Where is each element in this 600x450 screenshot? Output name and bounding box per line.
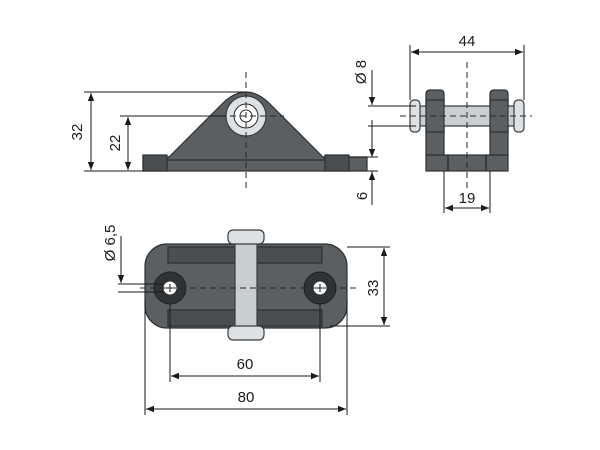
dim-pin-dia-label: Ø 8 [353, 60, 370, 84]
dim-22-label: 22 [107, 135, 124, 152]
dim-80-label: 80 [238, 389, 255, 406]
dim-hole-dia-label: Ø 6,5 [102, 225, 119, 262]
plan-view: Ø 6,5 33 60 80 [102, 225, 390, 415]
dim-19-label: 19 [459, 190, 476, 207]
front-view: 32 22 6 [69, 72, 378, 205]
plan-pin-head-top [227, 229, 265, 245]
dim-32-label: 32 [69, 124, 86, 141]
dim-60-label: 60 [237, 356, 254, 373]
plan-pin [234, 237, 258, 337]
front-left-tab [142, 154, 168, 172]
plan-pin-head-bottom [227, 325, 265, 341]
dim-33-label: 33 [365, 280, 382, 297]
dim-6-label: 6 [354, 192, 371, 200]
front-right-tab [324, 154, 350, 172]
side-view: 44 Ø 8 19 [353, 33, 532, 213]
dim-44-label: 44 [459, 33, 476, 50]
